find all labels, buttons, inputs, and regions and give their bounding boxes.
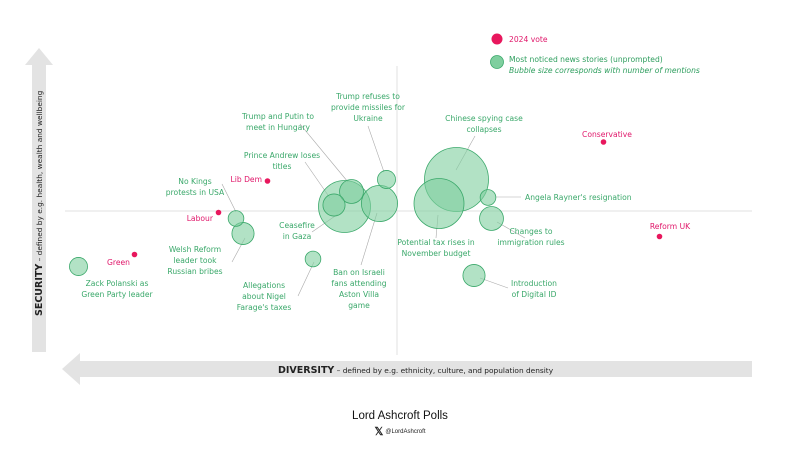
story-bubble [227, 210, 245, 227]
leader-line [297, 261, 315, 297]
story-label: Angela Rayner's resignation [525, 193, 632, 202]
story-label-line: Green Party leader [81, 290, 153, 299]
party-point [264, 178, 271, 184]
story-label-line: Farage's taxes [237, 303, 292, 312]
story-label-line: Aston Villa [339, 290, 379, 299]
story-label: Prince Andrew loses titles [244, 151, 320, 171]
story-label-line: immigration rules [497, 238, 564, 247]
story-label: Zack Polanski as Green Party leader [81, 279, 153, 299]
security-axis-arrow [25, 48, 53, 352]
story-label-line: Introduction [511, 279, 557, 288]
legend-story-sublabel: Bubble size corresponds with number of m… [509, 66, 700, 75]
party-point [215, 209, 222, 216]
party-label: Reform UK [650, 222, 691, 231]
party-label: Labour [187, 214, 214, 223]
story-bubble [413, 178, 465, 229]
legend-story-label: Most noticed news stories (unprompted) [509, 55, 663, 64]
party-label: Lib Dem [231, 175, 263, 184]
leader-line [367, 125, 385, 173]
story-label-line: protests in USA [166, 188, 225, 197]
brand-name: Lord Ashcroft Polls [352, 410, 448, 422]
story-label: Introduction of Digital ID [511, 279, 557, 299]
story-label-line: Ceasefire [279, 221, 315, 230]
story-label-line: Prince Andrew loses [244, 151, 320, 160]
story-label: Ceasefire in Gaza [279, 221, 315, 241]
security-axis-label: SECURITY – defined by e.g. health, wealt… [34, 90, 45, 316]
legend-party-label: 2024 vote [509, 35, 548, 44]
diversity-axis-arrow [62, 353, 752, 385]
party-point [600, 139, 607, 145]
story-label-line: fans attending [331, 279, 386, 288]
party-point [131, 251, 138, 258]
story-label: Potential tax rises in November budget [397, 238, 475, 258]
legend-story-bubble [490, 55, 504, 69]
story-label: Changes to immigration rules [497, 227, 564, 247]
diversity-axis-label-rest: – defined by e.g. ethnicity, culture, an… [334, 366, 553, 375]
story-bubble [377, 170, 396, 189]
twitter-handle-text: @LordAshcroft [385, 429, 426, 435]
story-label-line: November budget [402, 249, 471, 258]
story-label: No Kings protests in USA [166, 177, 225, 197]
story-label-line: leader took [173, 256, 217, 265]
legend-party-dot [491, 33, 503, 45]
story-bubble [69, 257, 88, 276]
leader-line [221, 183, 237, 213]
story-label-line: Chinese spying case [445, 114, 523, 123]
party-label: Conservative [582, 130, 632, 139]
story-label-line: game [348, 301, 370, 310]
story-bubble [304, 250, 322, 268]
story-label-line: Changes to [509, 227, 552, 236]
story-label-line: Potential tax rises in [397, 238, 475, 247]
story-label-line: Angela Rayner's resignation [525, 193, 632, 202]
leader-line [299, 123, 349, 183]
story-label-line: meet in Hungary [246, 123, 310, 132]
story-label: Trump and Putin to meet in Hungary [241, 112, 314, 132]
diversity-axis-label: DIVERSITY – defined by e.g. ethnicity, c… [278, 365, 554, 376]
story-label-line: Russian bribes [167, 267, 222, 276]
story-label-line: in Gaza [283, 232, 312, 241]
story-label-line: titles [273, 162, 292, 171]
story-bubble [462, 264, 486, 287]
story-label: Chinese spying case collapses [445, 114, 523, 134]
story-label-line: Trump and Putin to [241, 112, 314, 121]
story-label-line: Trump refuses to [335, 92, 400, 101]
security-axis-label-rest: – defined by e.g. health, wealth and wel… [35, 90, 44, 263]
story-label-line: No Kings [178, 177, 211, 186]
story-label-line: Allegations [243, 281, 285, 290]
story-bubble [360, 184, 399, 223]
story-label-line: Zack Polanski as [86, 279, 149, 288]
story-bubble [339, 179, 364, 204]
story-label-line: about Nigel [242, 292, 286, 301]
x-logo-icon: 𝕏 [374, 426, 384, 438]
legend: 2024 vote Most noticed news stories (unp… [490, 33, 700, 75]
story-bubble [479, 189, 497, 206]
security-axis-label-bold: SECURITY [34, 264, 45, 316]
party-label: Green [107, 258, 130, 267]
story-label-line: collapses [466, 125, 501, 134]
party-point [656, 233, 663, 240]
story-bubble [322, 193, 346, 217]
diversity-axis-label-bold: DIVERSITY [278, 365, 334, 376]
story-label-line: Ban on Israeli [333, 268, 385, 277]
story-label-line: provide missiles for [331, 103, 406, 112]
leader-line [360, 212, 378, 266]
story-label-line: Ukraine [353, 114, 383, 123]
story-bubble [479, 206, 504, 231]
story-label-line: Welsh Reform [169, 245, 221, 254]
story-label-line: of Digital ID [512, 290, 557, 299]
twitter-handle[interactable]: 𝕏@LordAshcroft [0, 425, 800, 438]
